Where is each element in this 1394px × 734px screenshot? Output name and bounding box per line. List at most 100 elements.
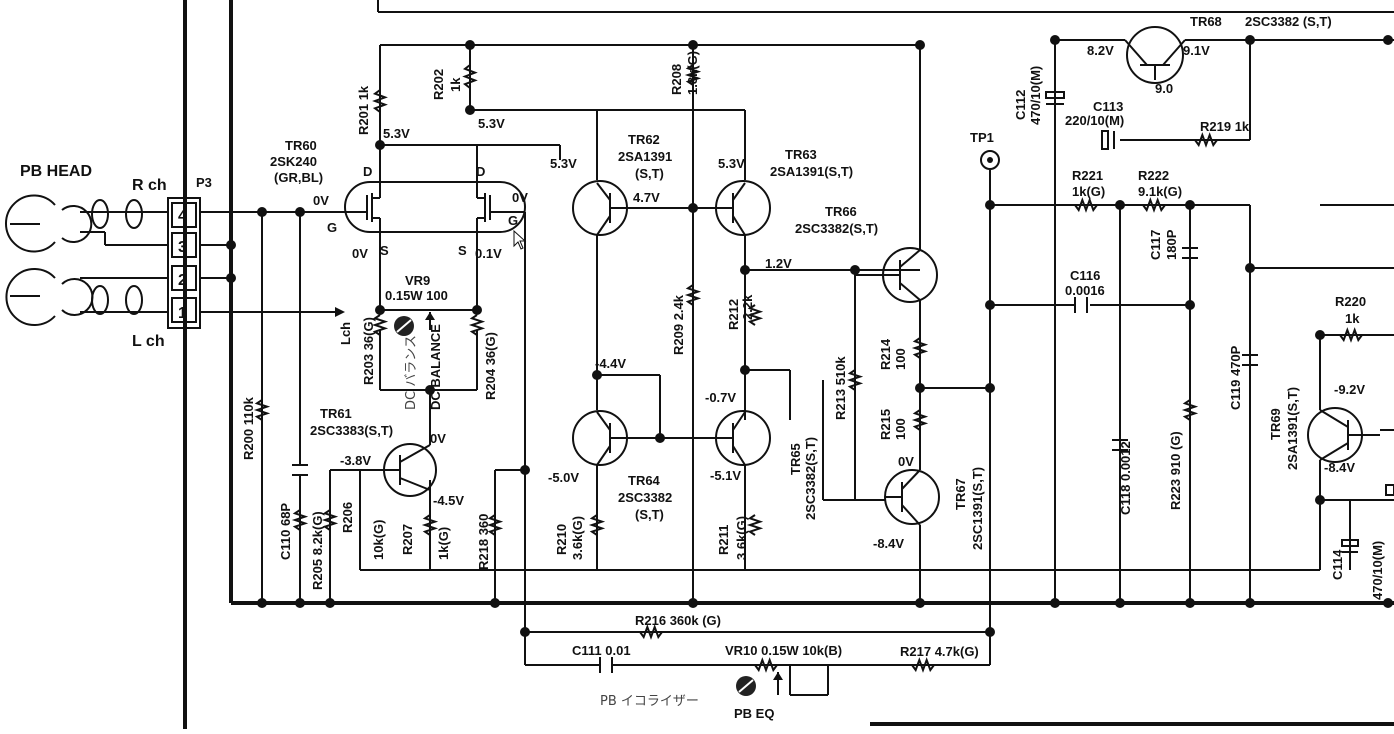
l-ch-label: L ch (132, 333, 165, 350)
r222-value: 9.1k(G) (1138, 184, 1182, 199)
r214-label: R214 (878, 338, 893, 370)
c110-label: C110 68P (278, 503, 293, 560)
c112-value: 470/10(M) (1028, 66, 1043, 125)
tr64-name: TR64 (628, 473, 661, 488)
c113-label: C113 (1093, 99, 1123, 114)
pin-2-label: 2 (178, 272, 187, 289)
tr60-grade: (GR,BL) (274, 170, 323, 185)
r223-label: R223 910 (G) (1168, 431, 1183, 510)
resistor-zigzag (911, 409, 929, 431)
tr60-s2: S (458, 243, 467, 258)
junction-dot (1050, 598, 1060, 608)
c116-value: 0.0016 (1065, 283, 1105, 298)
tr66-transistor (855, 247, 938, 303)
c118-label: C118 0.0012 (1118, 441, 1133, 515)
vr9-pot (380, 309, 477, 330)
c117-label: C117 (1148, 230, 1163, 260)
tr69-transistor (1307, 407, 1380, 463)
resistor-zigzag (846, 369, 864, 391)
c111-label: C111 0.01 (572, 643, 631, 658)
tr61-name: TR61 (320, 406, 352, 421)
resistor-zigzag (746, 304, 764, 326)
r218-label: R218 360 (476, 514, 491, 570)
pin-4-label: 4 (178, 208, 187, 225)
resistor-zigzag (1194, 132, 1218, 148)
mouse-cursor-icon (513, 229, 527, 250)
r222-label: R222 (1138, 168, 1169, 183)
v-5-3-a: 5.3V (383, 126, 410, 141)
tr60-dual-fet (330, 145, 526, 470)
resistor-zigzag (1339, 327, 1363, 343)
tr62-part: 2SA1391 (618, 149, 672, 164)
tr60-d1: D (363, 164, 372, 179)
r200-label: R200 110k (241, 396, 256, 460)
vr10-label: VR10 0.15W 10k(B) (725, 643, 842, 658)
frame-lines (183, 0, 1394, 729)
tr66-part: 2SC3382(S,T) (795, 221, 878, 236)
resistor-zigzag (253, 399, 271, 421)
r214-value: 100 (893, 348, 908, 370)
vr10-trimmer-icon (736, 672, 783, 696)
v-5-3-c: 5.3V (550, 156, 577, 171)
r210-value: 3.6k(G) (570, 516, 585, 560)
v-9-1: 9.1V (1183, 43, 1210, 58)
r204-label: R204 36(G) (483, 332, 498, 400)
c114-label: C114 (1330, 549, 1345, 580)
r212-value: 2.2k (740, 294, 755, 320)
tr62-grade: (S,T) (635, 166, 664, 181)
tr61-transistor (383, 443, 437, 497)
r208-value: 1.8k(G) (685, 51, 700, 95)
r212-label: R212 (726, 299, 741, 330)
r215-label: R215 (878, 409, 893, 440)
c114-value: 470/10(M) (1370, 541, 1385, 600)
resistor-zigzag (291, 509, 309, 531)
junction-dot (1383, 598, 1393, 608)
junction-dot (1245, 35, 1255, 45)
connector-p3 (167, 197, 340, 329)
v-m0-7: -0.7V (705, 390, 736, 405)
tr60-name: TR60 (285, 138, 317, 153)
vr9-label: VR9 (405, 273, 430, 288)
pb-head-r (5, 194, 168, 253)
tr65-transistor (715, 410, 771, 466)
resistor-zigzag (462, 64, 478, 89)
resistor-zigzag (911, 337, 929, 359)
p3-label: P3 (196, 175, 212, 190)
tr65-name: TR65 (788, 443, 803, 475)
resistor-zigzag (372, 89, 388, 113)
pb-eq-label: PB EQ (734, 706, 774, 721)
lch-arrow (335, 307, 345, 317)
resistor-zigzag (321, 509, 339, 531)
resistor-zigzag (371, 314, 389, 336)
v-m5-1: -5.1V (710, 468, 741, 483)
r210-label: R210 (554, 524, 569, 555)
r207-value: 1k(G) (436, 527, 451, 560)
resistor-zigzag (468, 314, 486, 336)
r207-label: R207 (400, 524, 415, 555)
tr65-part: 2SC3382(S,T) (803, 437, 818, 520)
resistor-zigzag (746, 514, 764, 536)
tr62-name: TR62 (628, 132, 660, 147)
tr64-part: 2SC3382 (618, 490, 672, 505)
r202-value: 1k (448, 77, 463, 92)
tr67-name: TR67 (953, 478, 968, 510)
r213-label: R213 510k (833, 356, 848, 420)
tr63-transistor (715, 180, 771, 236)
junction-dot (226, 240, 236, 250)
resistor-zigzag (684, 64, 702, 86)
v-m3-8: -3.8V (340, 453, 371, 468)
tr67-transistor (884, 469, 940, 526)
r217-label: R217 4.7k(G) (900, 644, 979, 659)
pin-3-label: 3 (178, 239, 187, 256)
v-0-g2: 0V (512, 190, 528, 205)
tr68-part: 2SC3382 (S,T) (1245, 14, 1332, 29)
r206-value: 10k(G) (371, 520, 386, 560)
v-5-3-d: 5.3V (718, 156, 745, 171)
c117-value: 180P (1164, 229, 1179, 260)
pb-eq-jp-label: PB イコライザー (600, 694, 699, 709)
r220-value: 1k (1345, 311, 1360, 326)
v-m5-0: -5.0V (548, 470, 579, 485)
dc-balance-jp-label: DC バランス (404, 335, 419, 410)
v-1-2: 1.2V (765, 256, 792, 271)
